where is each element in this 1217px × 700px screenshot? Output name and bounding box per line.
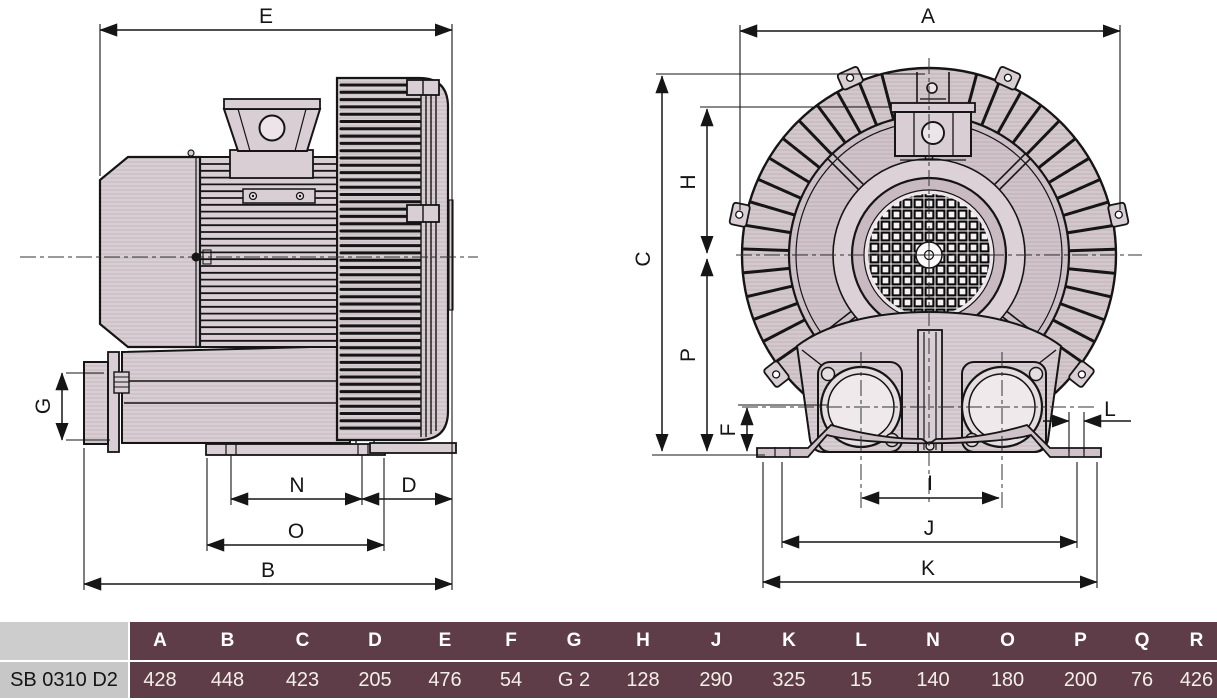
dim-value-R: 426 [1168, 661, 1217, 698]
dim-value-K: 325 [752, 661, 826, 698]
col-header-L: L [826, 622, 896, 662]
cable-gland-hole [258, 114, 286, 142]
dim-label-K: K [921, 557, 935, 580]
col-header-G: G [542, 622, 606, 662]
model-row-label: SB 0310 D2 [0, 661, 130, 698]
col-header-D: D [340, 622, 410, 662]
dim-value-C: 423 [265, 661, 340, 698]
dim-label-E: E [259, 5, 273, 28]
dim-value-N: 140 [896, 661, 970, 698]
dimension-L: L [1043, 398, 1131, 452]
terminal-box-side [222, 98, 322, 179]
dimension-D: D [361, 474, 453, 506]
dimension-N: N [230, 455, 363, 506]
dimension-B: B [83, 448, 453, 591]
base-plate [205, 443, 386, 456]
blower-foot-plate [369, 442, 457, 454]
col-header-Q: Q [1116, 622, 1168, 662]
terminal-box-front [890, 72, 976, 161]
dim-value-P: 200 [1045, 661, 1116, 698]
col-header-N: N [896, 622, 970, 662]
col-header-O: O [970, 622, 1045, 662]
dim-label-I: I [927, 472, 933, 495]
dim-value-H: 128 [606, 661, 680, 698]
dimensional-drawing: E G N D O B [20, 5, 1142, 591]
dim-label-N: N [289, 474, 304, 497]
dimension-C: C [632, 73, 925, 456]
dimension-F: F [717, 404, 828, 452]
dimension-G: G [32, 372, 110, 441]
dim-label-F: F [717, 424, 740, 437]
dim-label-D: D [401, 474, 416, 497]
col-header-F: F [480, 622, 542, 662]
dimension-H: H [677, 106, 890, 254]
dimension-A: A [739, 5, 1121, 210]
col-header-E: E [410, 622, 480, 662]
motor-body [98, 149, 338, 349]
blower-housing-side [335, 76, 454, 442]
dimension-I: I [861, 472, 1000, 505]
motor-lifting-rib [242, 188, 316, 204]
dim-value-D: 205 [340, 661, 410, 698]
dimension-K: K [762, 462, 1098, 589]
dim-label-H: H [677, 174, 700, 189]
silencer-body [121, 344, 375, 444]
dim-value-L: 15 [826, 661, 896, 698]
center-column [917, 329, 943, 453]
dim-label-B: B [261, 559, 275, 582]
col-header-C: C [265, 622, 340, 662]
col-header-B: B [190, 622, 265, 662]
inlet-flange [83, 351, 130, 453]
dim-value-E: 476 [410, 661, 480, 698]
dim-label-J: J [924, 517, 935, 540]
dim-value-Q: 76 [1116, 661, 1168, 698]
col-header-A: A [129, 622, 190, 662]
dim-value-B: 448 [190, 661, 265, 698]
table-corner-cell [0, 622, 130, 662]
col-header-J: J [680, 622, 752, 662]
mounting-lugs [728, 66, 1130, 388]
dimension-O: O [206, 458, 385, 552]
dimension-P: P [677, 258, 714, 452]
centerlines [736, 58, 1142, 508]
dim-label-P: P [677, 348, 700, 362]
shaft-center-dot [191, 252, 201, 262]
col-header-H: H [606, 622, 680, 662]
col-header-R: R [1168, 622, 1217, 662]
dim-label-L: L [1104, 398, 1116, 421]
dimension-J: J [781, 462, 1078, 549]
dim-label-G: G [32, 398, 55, 414]
col-header-K: K [752, 622, 826, 662]
dim-label-A: A [921, 5, 935, 28]
side-view-drawing: E G N D O B [20, 5, 478, 591]
dim-label-C: C [632, 251, 655, 266]
gland-hole-front [921, 121, 945, 145]
dim-value-F: 54 [480, 661, 542, 698]
front-view-drawing: A C H P F L [632, 5, 1142, 589]
dim-value-A: 428 [129, 661, 190, 698]
col-header-P: P [1045, 622, 1116, 662]
dim-value-O: 180 [970, 661, 1045, 698]
dim-label-O: O [288, 520, 304, 543]
dim-value-J: 290 [680, 661, 752, 698]
dim-value-G: G 2 [542, 661, 606, 698]
